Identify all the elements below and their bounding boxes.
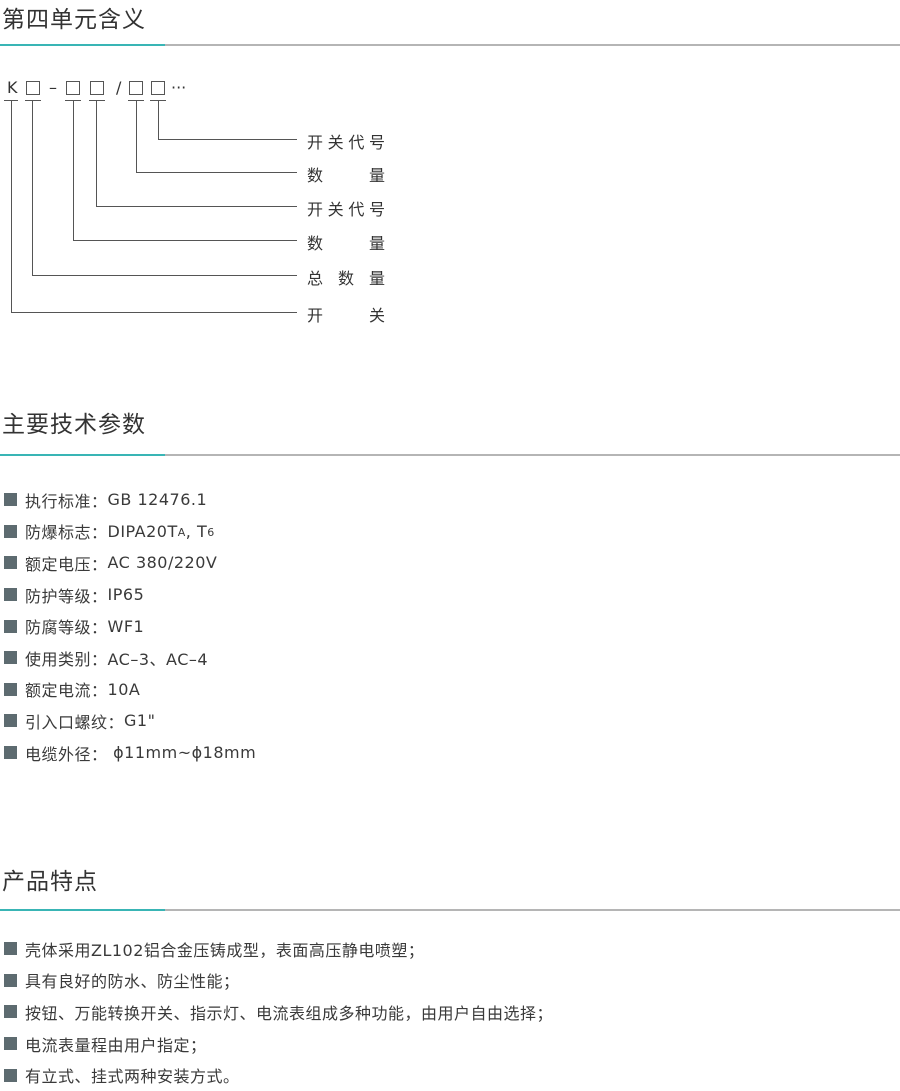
code-box xyxy=(151,81,165,95)
square-bullet-icon xyxy=(4,942,17,956)
square-bullet-icon xyxy=(4,619,17,633)
feature-list: 壳体采用ZL102铝合金压铸成型，表面高压静电喷塑； 具有良好的防水、防尘性能；… xyxy=(4,933,553,1091)
feature-text: 壳体采用ZL102铝合金压铸成型，表面高压静电喷塑； xyxy=(25,940,425,960)
spec-value: , T xyxy=(185,521,208,541)
square-bullet-icon xyxy=(4,682,17,696)
square-bullet-icon xyxy=(4,588,17,602)
diagram-lines xyxy=(4,100,297,313)
square-bullet-icon xyxy=(4,524,17,538)
spec-label: 引入口螺纹： xyxy=(25,712,125,732)
spec-value: AC–3、AC–4 xyxy=(107,649,209,669)
label-switch-code-1: 开关代号 xyxy=(307,200,385,219)
spec-subscript: 6 xyxy=(207,525,215,539)
spec-value: G1" xyxy=(124,711,156,731)
code-prefix: K xyxy=(7,78,18,97)
section-title-features: 产品特点 xyxy=(2,869,98,895)
spec-label: 防腐等级： xyxy=(25,618,108,638)
code-box xyxy=(90,81,104,95)
section-divider xyxy=(0,454,900,456)
code-box xyxy=(66,81,80,95)
label-switch: 开 关 xyxy=(307,306,385,325)
section-divider xyxy=(0,909,900,911)
spec-subscript: A xyxy=(177,525,186,539)
spec-label: 额定电流： xyxy=(25,681,108,701)
square-bullet-icon xyxy=(4,746,17,760)
spec-item: 额定电压：AC 380/220V xyxy=(4,547,256,579)
spec-label: 电缆外径： xyxy=(25,744,108,764)
feature-text: 具有良好的防水、防尘性能； xyxy=(25,972,240,992)
square-bullet-icon xyxy=(4,1068,17,1082)
square-bullet-icon xyxy=(4,1037,17,1051)
feature-item: 具有良好的防水、防尘性能； xyxy=(4,965,553,997)
spec-value: IP65 xyxy=(107,585,145,605)
spec-label: 执行标准： xyxy=(25,491,108,511)
spec-item: 防护等级：IP65 xyxy=(4,579,256,611)
code-ellipsis: ··· xyxy=(171,78,187,97)
spec-item: 电缆外径： ϕ11mm~ϕ18mm xyxy=(4,737,256,769)
feature-text: 电流表量程由用户指定； xyxy=(25,1035,207,1055)
spec-label: 防爆标志： xyxy=(25,523,108,543)
square-bullet-icon xyxy=(4,556,17,570)
spec-item: 引入口螺纹：G1" xyxy=(4,705,256,737)
square-bullet-icon xyxy=(4,493,17,507)
spec-value: WF1 xyxy=(107,616,145,636)
code-box xyxy=(129,81,143,95)
section-title-specs: 主要技术参数 xyxy=(2,412,146,438)
divider-accent xyxy=(0,454,165,456)
divider-accent xyxy=(0,44,165,46)
spec-item: 使用类别：AC–3、AC–4 xyxy=(4,642,256,674)
section-divider xyxy=(0,44,900,46)
feature-item: 有立式、挂式两种安装方式。 xyxy=(4,1059,553,1091)
spec-value: 10A xyxy=(107,679,141,699)
spec-label: 额定电压： xyxy=(25,554,108,574)
code-slash: / xyxy=(116,78,122,97)
label-total-quantity: 总 数 量 xyxy=(307,269,385,288)
spec-label: 使用类别： xyxy=(25,649,108,669)
feature-text: 有立式、挂式两种安装方式。 xyxy=(25,1067,240,1087)
square-bullet-icon xyxy=(4,651,17,665)
label-quantity-1: 数 量 xyxy=(307,234,385,253)
feature-item: 壳体采用ZL102铝合金压铸成型，表面高压静电喷塑； xyxy=(4,933,553,965)
label-quantity-2: 数 量 xyxy=(307,166,385,185)
code-box xyxy=(26,81,40,95)
spec-value: GB 12476.1 xyxy=(107,490,208,510)
section-title-model: 第四单元含义 xyxy=(2,7,146,33)
square-bullet-icon xyxy=(4,973,17,987)
feature-item: 电流表量程由用户指定； xyxy=(4,1028,553,1060)
square-bullet-icon xyxy=(4,714,17,728)
spec-item: 防腐等级：WF1 xyxy=(4,610,256,642)
spec-label: 防护等级： xyxy=(25,586,108,606)
code-dash: – xyxy=(49,78,57,97)
divider-accent xyxy=(0,909,165,911)
spec-item: 执行标准：GB 12476.1 xyxy=(4,484,256,516)
feature-text: 按钮、万能转换开关、指示灯、电流表组成多种功能，由用户自由选择； xyxy=(25,1003,554,1023)
label-switch-code-2: 开关代号 xyxy=(307,133,385,152)
feature-item: 按钮、万能转换开关、指示灯、电流表组成多种功能，由用户自由选择； xyxy=(4,996,553,1028)
spec-value: DIPA20T xyxy=(107,521,178,541)
spec-item: 额定电流：10A xyxy=(4,674,256,706)
square-bullet-icon xyxy=(4,1005,17,1019)
spec-value: ϕ11mm~ϕ18mm xyxy=(107,743,257,763)
spec-value: AC 380/220V xyxy=(107,553,218,573)
